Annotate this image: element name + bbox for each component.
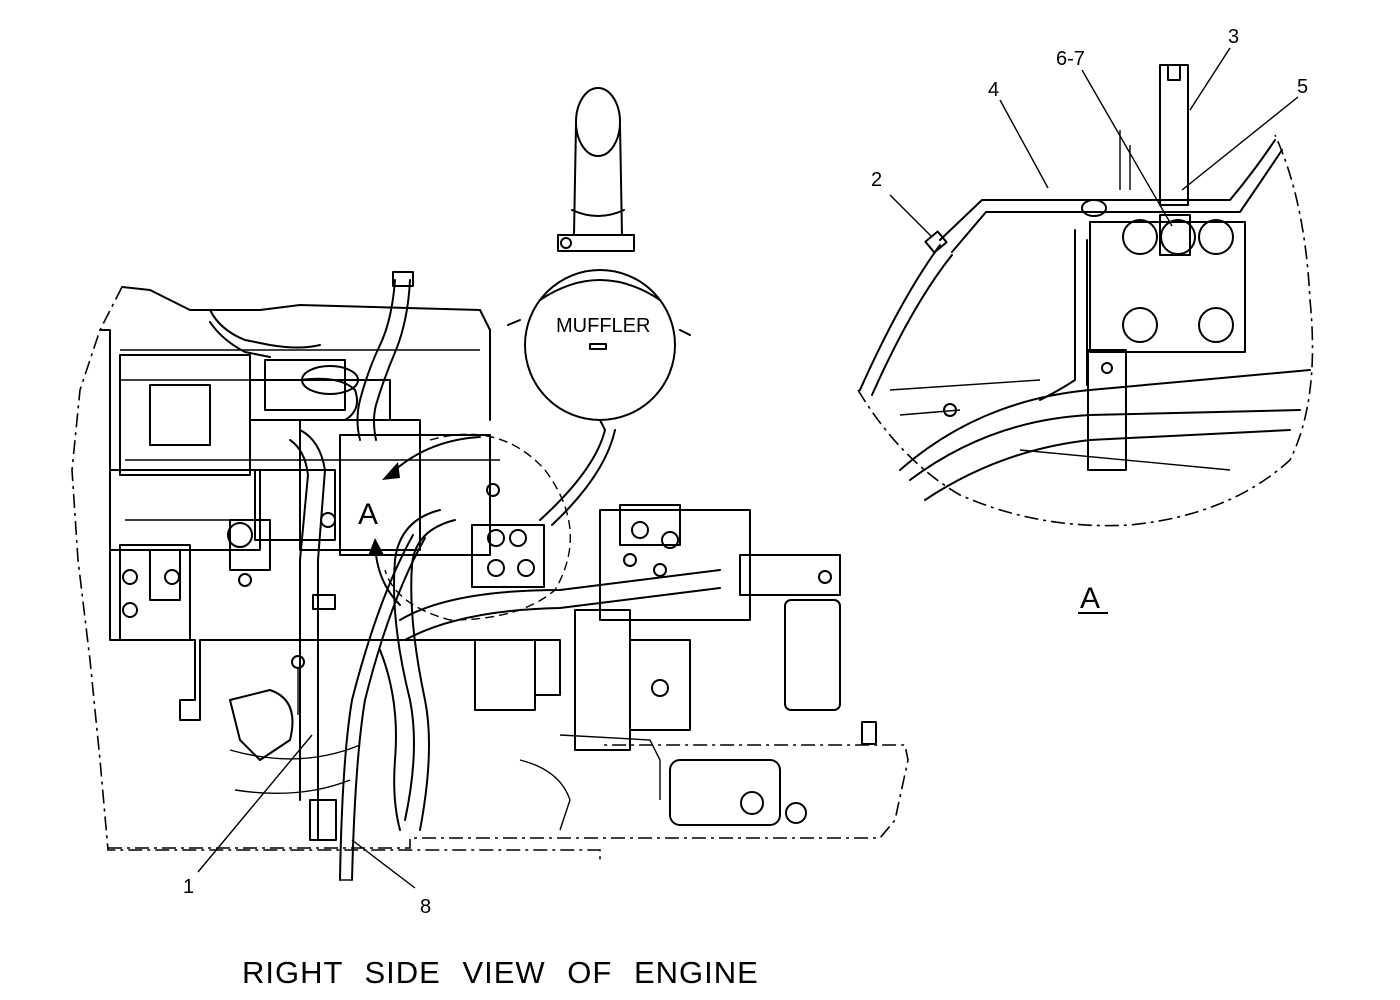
- leader-line-8: [351, 839, 416, 889]
- callout-2: 2: [871, 169, 882, 191]
- leader-line-4: [999, 99, 1049, 189]
- callout-8: 8: [420, 896, 431, 918]
- muffler: [507, 87, 691, 526]
- detail-view-a: [857, 64, 1314, 527]
- callout-1: 1: [183, 876, 194, 898]
- view-a-marker: A: [358, 498, 378, 531]
- detail-caption: A: [1080, 582, 1100, 615]
- muffler-label: MUFFLER: [556, 315, 650, 337]
- callout-6-7: 6-7: [1056, 48, 1085, 70]
- engine-side-view: [71, 87, 909, 881]
- leader-line-5: [1181, 96, 1299, 191]
- callout-3: 3: [1228, 26, 1239, 48]
- callout-5: 5: [1297, 76, 1308, 98]
- leader-line-6-7: [1081, 69, 1173, 227]
- diagram-title: RIGHT SIDE VIEW OF ENGINE: [242, 955, 759, 990]
- leader-line-1: [197, 734, 313, 873]
- callout-4: 4: [988, 79, 999, 101]
- leader-line-3: [1189, 47, 1231, 111]
- leader-line-2: [889, 194, 933, 238]
